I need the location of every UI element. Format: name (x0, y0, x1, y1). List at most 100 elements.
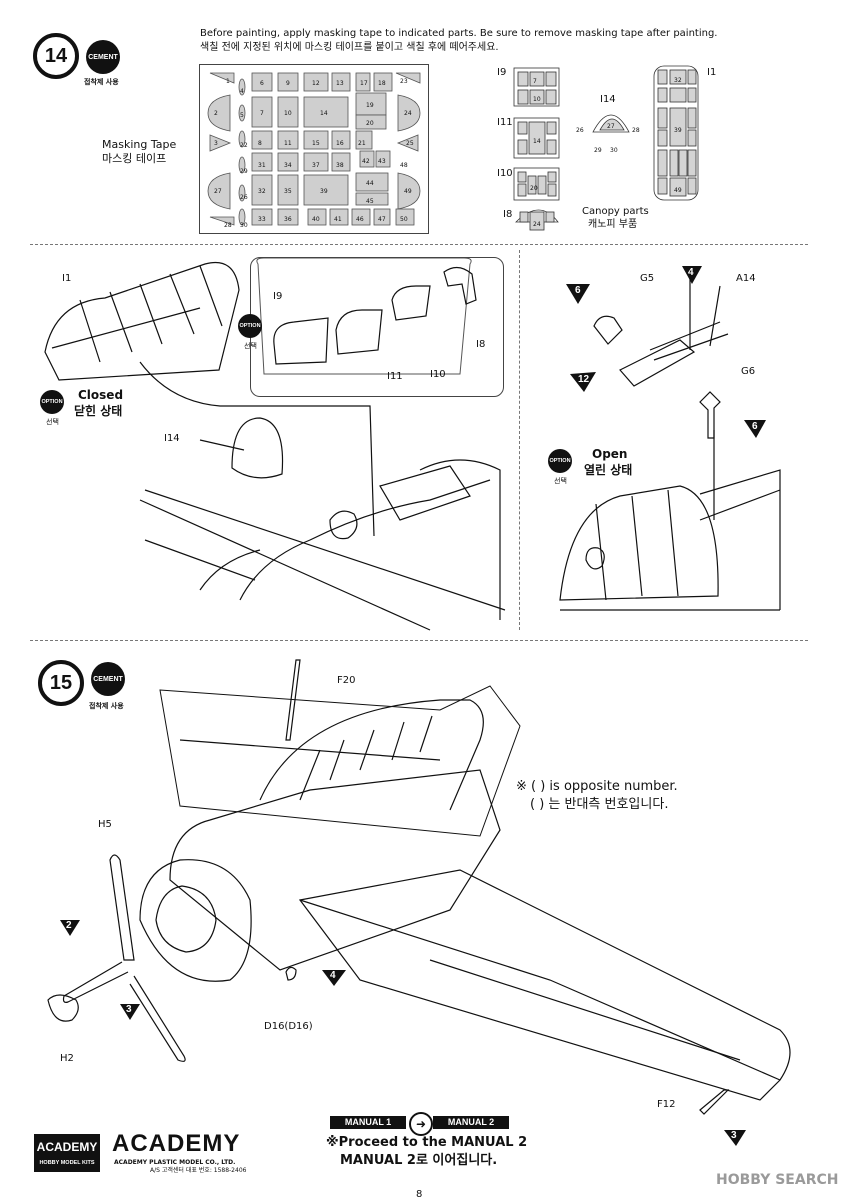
academy-box-top: ACADEMY (36, 1140, 98, 1154)
tape-num: 21 (358, 140, 366, 147)
canopy-num: 49 (674, 187, 682, 194)
tape-num: 47 (378, 216, 386, 223)
divider-mid (30, 640, 808, 641)
tape-num: 18 (378, 80, 386, 87)
divider-vertical (519, 250, 520, 630)
tape-num: 48 (400, 162, 408, 169)
tape-num: 4 (240, 88, 244, 95)
tape-num: 3 (214, 140, 218, 147)
part-h2: H2 (60, 1053, 74, 1064)
manual-1-label: MANUAL 1 (330, 1116, 406, 1129)
inset-part-i8: I8 (476, 339, 486, 350)
open-title-kr: 열린 상태 (584, 463, 633, 477)
academy-box-bottom: HOBBY MODEL KITS (39, 1160, 95, 1166)
tape-num: 37 (312, 162, 320, 169)
company-name: ACADEMY PLASTIC MODEL CO., LTD. (114, 1159, 236, 1166)
part-h5: H5 (98, 819, 112, 830)
tape-num: 43 (378, 158, 386, 165)
tape-num: 26 (240, 194, 248, 201)
inset-part-i11: I11 (387, 371, 403, 382)
arrow-15-a: 2 (66, 920, 72, 931)
tape-num: 39 (320, 188, 328, 195)
tape-num: 16 (336, 140, 344, 147)
tape-num: 33 (258, 216, 266, 223)
manual-arrow-icon: ➜ (409, 1112, 433, 1136)
canopy-num: 20 (530, 185, 538, 192)
part-d16: D16(D16) (264, 1021, 313, 1032)
canopy-label-i9: I9 (497, 67, 507, 78)
manual-2-label: MANUAL 2 (433, 1116, 509, 1129)
cement-badge-15: CEMENT (91, 662, 125, 696)
canopy-num: 30 (610, 147, 618, 154)
tape-num: 32 (258, 188, 266, 195)
watermark: HOBBY SEARCH (716, 1172, 839, 1188)
opposite-note-kr: ( ) 는 반대측 번호입니다. (530, 797, 669, 812)
arrow-15-d: 3 (731, 1130, 737, 1141)
tape-num: 50 (400, 216, 408, 223)
open-option-sub: 선택 (554, 477, 567, 485)
opposite-note-en: ※ ( ) is opposite number. (516, 779, 678, 794)
tape-num: 1 (226, 78, 230, 85)
masking-tape-label-kr: 마스킹 테이프 (102, 152, 167, 165)
proceed-kr: MANUAL 2로 이어집니다. (340, 1153, 498, 1168)
divider-top (30, 244, 808, 245)
inset-option-badge: OPTION (238, 314, 262, 338)
closed-title-en: Closed (78, 388, 124, 402)
arrow-open-b: 4 (688, 267, 694, 278)
tape-num: 49 (404, 188, 412, 195)
masking-tape-sheet: 6 9 12 13 17 18 7 10 14 19 20 24 2 8 11 … (199, 64, 429, 234)
cement-caption-15: 접착제 사용 (89, 702, 124, 710)
tape-num: 8 (258, 140, 262, 147)
tape-num: 29 (240, 168, 248, 175)
arrow-15-b: 3 (126, 1004, 132, 1015)
page-number: 8 (416, 1189, 423, 1200)
tape-num: 11 (284, 140, 292, 147)
canopy-label-i10: I10 (497, 168, 513, 179)
open-part-g5: G5 (640, 273, 655, 284)
canopy-num: 39 (674, 127, 682, 134)
inset-part-i10: I10 (430, 369, 446, 380)
tape-num: 46 (356, 216, 364, 223)
open-part-a14: A14 (736, 273, 756, 284)
open-title-en: Open (592, 447, 628, 461)
cement-caption-14: 접착제 사용 (84, 78, 119, 86)
arrow-open-c: 12 (578, 374, 590, 385)
part-f12: F12 (657, 1099, 676, 1110)
tape-num: 31 (258, 162, 266, 169)
closed-part-i1: I1 (62, 273, 72, 284)
masking-note-kr: 색칠 전에 지정된 위치에 마스킹 테이프를 붙이고 색칠 후에 떼어주세요. (200, 42, 499, 53)
tape-num: 44 (366, 180, 374, 187)
open-part-g6: G6 (741, 366, 756, 377)
tape-num: 10 (284, 110, 292, 117)
proceed-en: ※Proceed to the MANUAL 2 (326, 1135, 528, 1150)
step-15-number: 15 (38, 660, 84, 706)
tape-num: 2 (214, 110, 218, 117)
tape-num: 25 (406, 140, 414, 147)
canopy-options-inset (250, 257, 504, 397)
arrow-open-d: 6 (752, 421, 758, 432)
canopy-num: 14 (533, 138, 541, 145)
closed-title-kr: 닫힌 상태 (74, 404, 123, 418)
canopy-label-i8: I8 (503, 209, 513, 220)
tape-num: 24 (404, 110, 412, 117)
tape-num: 38 (336, 162, 344, 169)
open-option-badge: OPTION (548, 449, 572, 473)
canopy-num: 29 (594, 147, 602, 154)
academy-logo: ACADEMY (112, 1130, 241, 1157)
tape-num: 19 (366, 102, 374, 109)
tape-num: 6 (260, 80, 264, 87)
canopy-label-i11: I11 (497, 117, 513, 128)
arrow-15-c: 4 (330, 970, 336, 981)
canopy-num: 27 (607, 123, 615, 130)
masking-tape-sheet-shapes (207, 72, 421, 226)
academy-box-logo: ACADEMY HOBBY MODEL KITS (34, 1134, 100, 1172)
service-number: A/S 고객센터 대표 번호: 1588-2406 (150, 1167, 247, 1174)
tape-num: 40 (312, 216, 320, 223)
tape-num: 28 (224, 222, 232, 229)
canopy-num: 26 (576, 127, 584, 134)
tape-num: 30 (240, 222, 248, 229)
tape-num: 27 (214, 188, 222, 195)
closed-option-sub: 선택 (46, 418, 59, 426)
tape-num: 36 (284, 216, 292, 223)
tape-num: 34 (284, 162, 292, 169)
